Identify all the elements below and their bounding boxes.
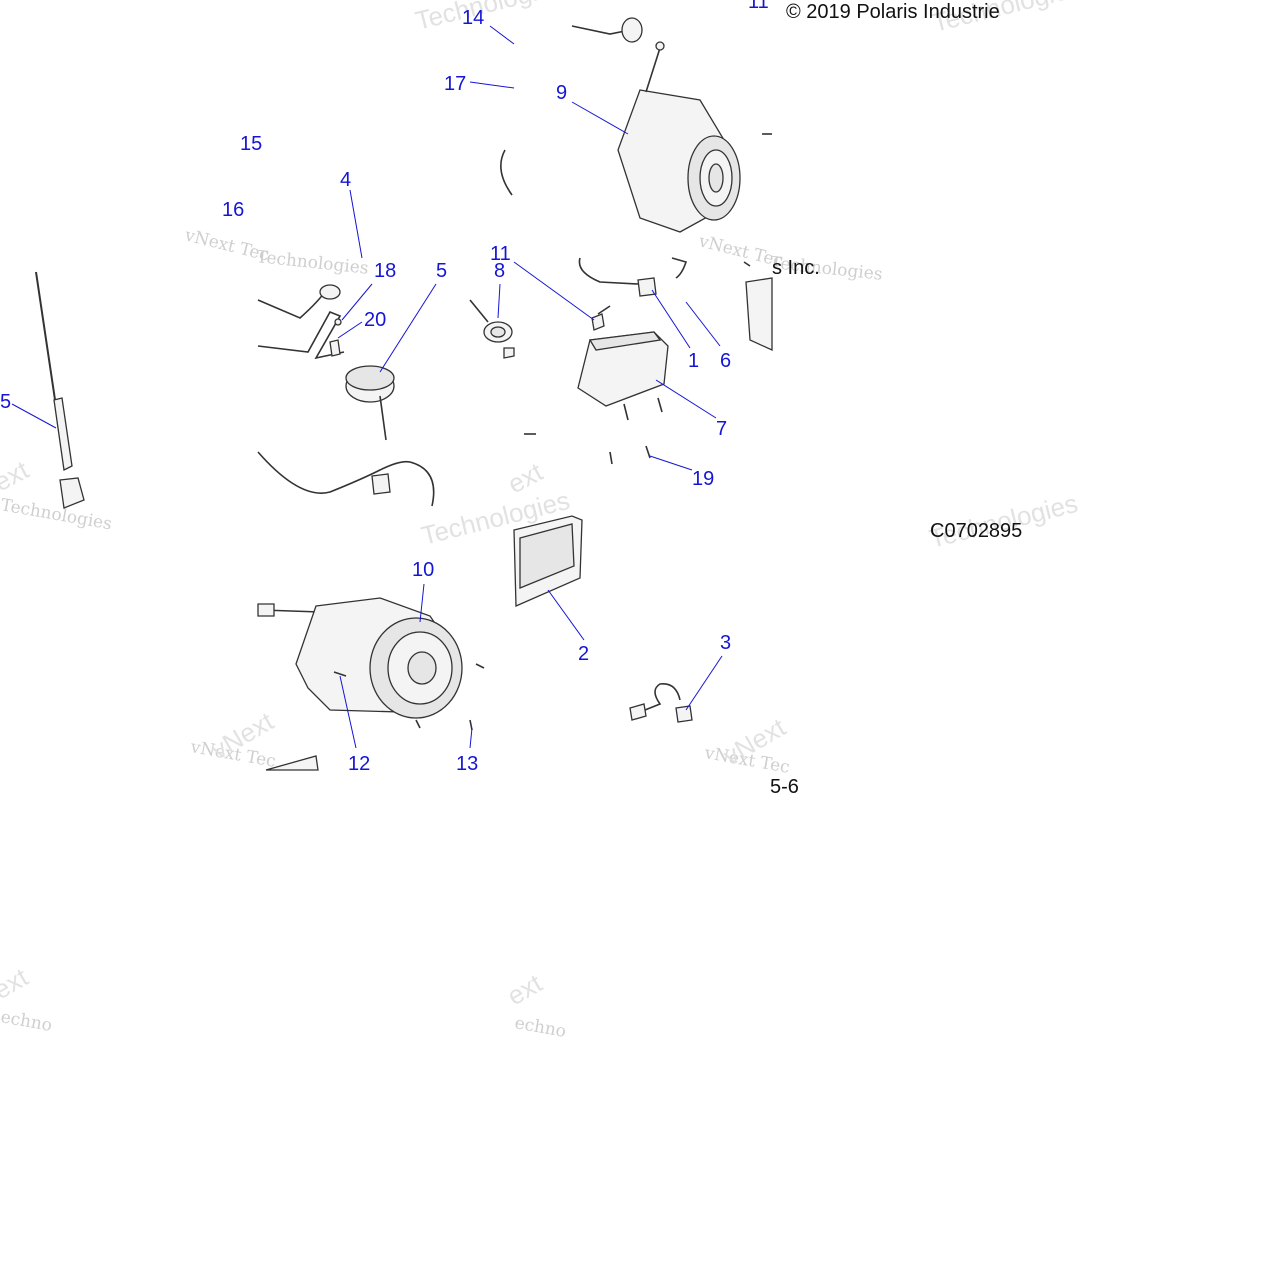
callout-17: 17: [444, 73, 466, 95]
callout-11: 11: [490, 243, 511, 265]
callout-12: 12: [348, 753, 370, 775]
callout-15: 15: [240, 133, 262, 155]
callout-19: 19: [692, 468, 714, 490]
callout-10: 10: [412, 559, 434, 581]
callout-5-left: 5: [0, 391, 11, 413]
callout-13: 13: [456, 753, 478, 775]
page-ref: 5-6: [770, 776, 799, 798]
callout-5: 5: [436, 260, 447, 282]
watermark-text: ext: [0, 454, 34, 497]
watermark-text: ext: [0, 961, 34, 1005]
callout-2: 2: [578, 643, 589, 665]
callout-9: 9: [556, 82, 567, 104]
callout-20: 20: [364, 309, 386, 331]
connector-part-8: [469, 283, 515, 359]
watermarks: Technologies Technologies vNext Tec vNex…: [0, 0, 1084, 1042]
callout-6: 6: [720, 350, 731, 372]
callout-3: 3: [720, 632, 731, 654]
diagram-code: C0702895: [930, 520, 1022, 542]
callouts: 14 11 17 9 15 4 16 11 18 5 8 20 1 6 5 7 …: [0, 0, 769, 775]
speaker-pod-top: [469, 17, 741, 233]
module-part-7: [513, 257, 721, 471]
callout-7: 7: [716, 418, 727, 440]
gps-antenna-group: [257, 189, 437, 507]
plug-part-3: [629, 655, 723, 723]
callout-8: 8: [494, 260, 505, 282]
callout-16: 16: [222, 199, 244, 221]
copyright-fragment: s Inc.: [772, 257, 820, 279]
watermark-text: Technologies: [0, 495, 113, 534]
callout-4: 4: [340, 169, 351, 191]
copyright-text: © 2019 Polaris Industrie: [786, 1, 1000, 23]
watermark-text: echno: [0, 1007, 54, 1036]
callout-11-top: 11: [748, 0, 769, 13]
callout-1: 1: [688, 350, 699, 372]
callout-18: 18: [374, 260, 396, 282]
fragment-shape: [745, 277, 773, 352]
callout-14: 14: [462, 7, 484, 29]
display-part-2: [513, 515, 585, 641]
antenna-part: [11, 271, 85, 509]
fragment-line: [743, 261, 751, 267]
watermark-text: Technologies: [412, 0, 567, 36]
speaker-pod-bottom: [257, 583, 485, 771]
watermark-text: Technologies: [255, 247, 369, 279]
watermark-text: echno: [513, 1013, 567, 1042]
watermark-text: ext: [502, 967, 548, 1011]
